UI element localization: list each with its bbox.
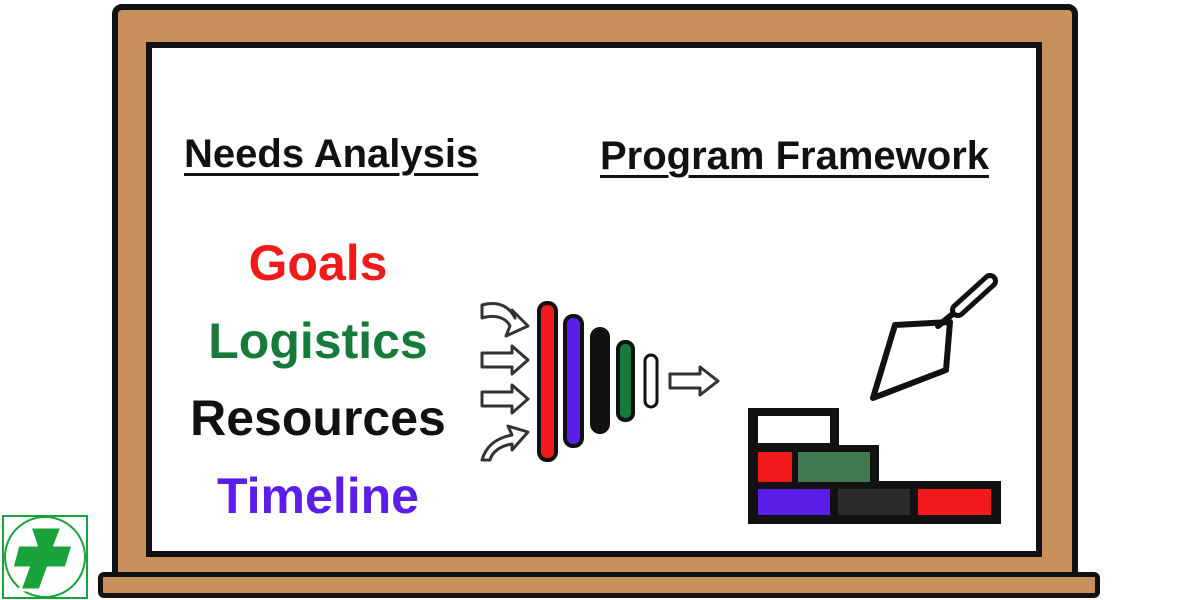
needs-analysis-heading: Needs Analysis [184,132,479,176]
funnel-bar [616,340,635,422]
bricks-icon [748,408,1001,524]
funnel-bar [537,301,558,462]
arrow-icon [480,344,530,376]
term-timeline: Timeline [217,468,419,524]
whiteboard-tray [98,572,1100,598]
program-framework-heading: Program Framework [600,134,990,178]
curved-arrow-icon [480,302,530,338]
arrow-icon [480,383,530,415]
brick-middle-right [798,452,870,482]
brick-top [758,416,830,443]
funnel-bars [537,301,659,462]
term-goals: Goals [248,235,388,291]
whiteboard-surface [146,42,1042,557]
brick-bottom-middle [838,489,910,515]
brick-bottom-right [918,489,991,515]
trowel-icon [870,273,998,401]
cross-logo-icon [2,515,88,599]
funnel-bar [563,314,584,448]
term-logistics: Logistics [208,313,428,369]
output-arrow-icon [668,365,720,397]
brick-middle-left [758,452,792,482]
term-resources: Resources [190,390,446,446]
input-arrows [480,302,530,462]
brick-bottom-left [758,489,830,515]
funnel-bar [643,353,659,409]
curved-arrow-icon [480,424,530,462]
funnel-bar [590,327,610,434]
